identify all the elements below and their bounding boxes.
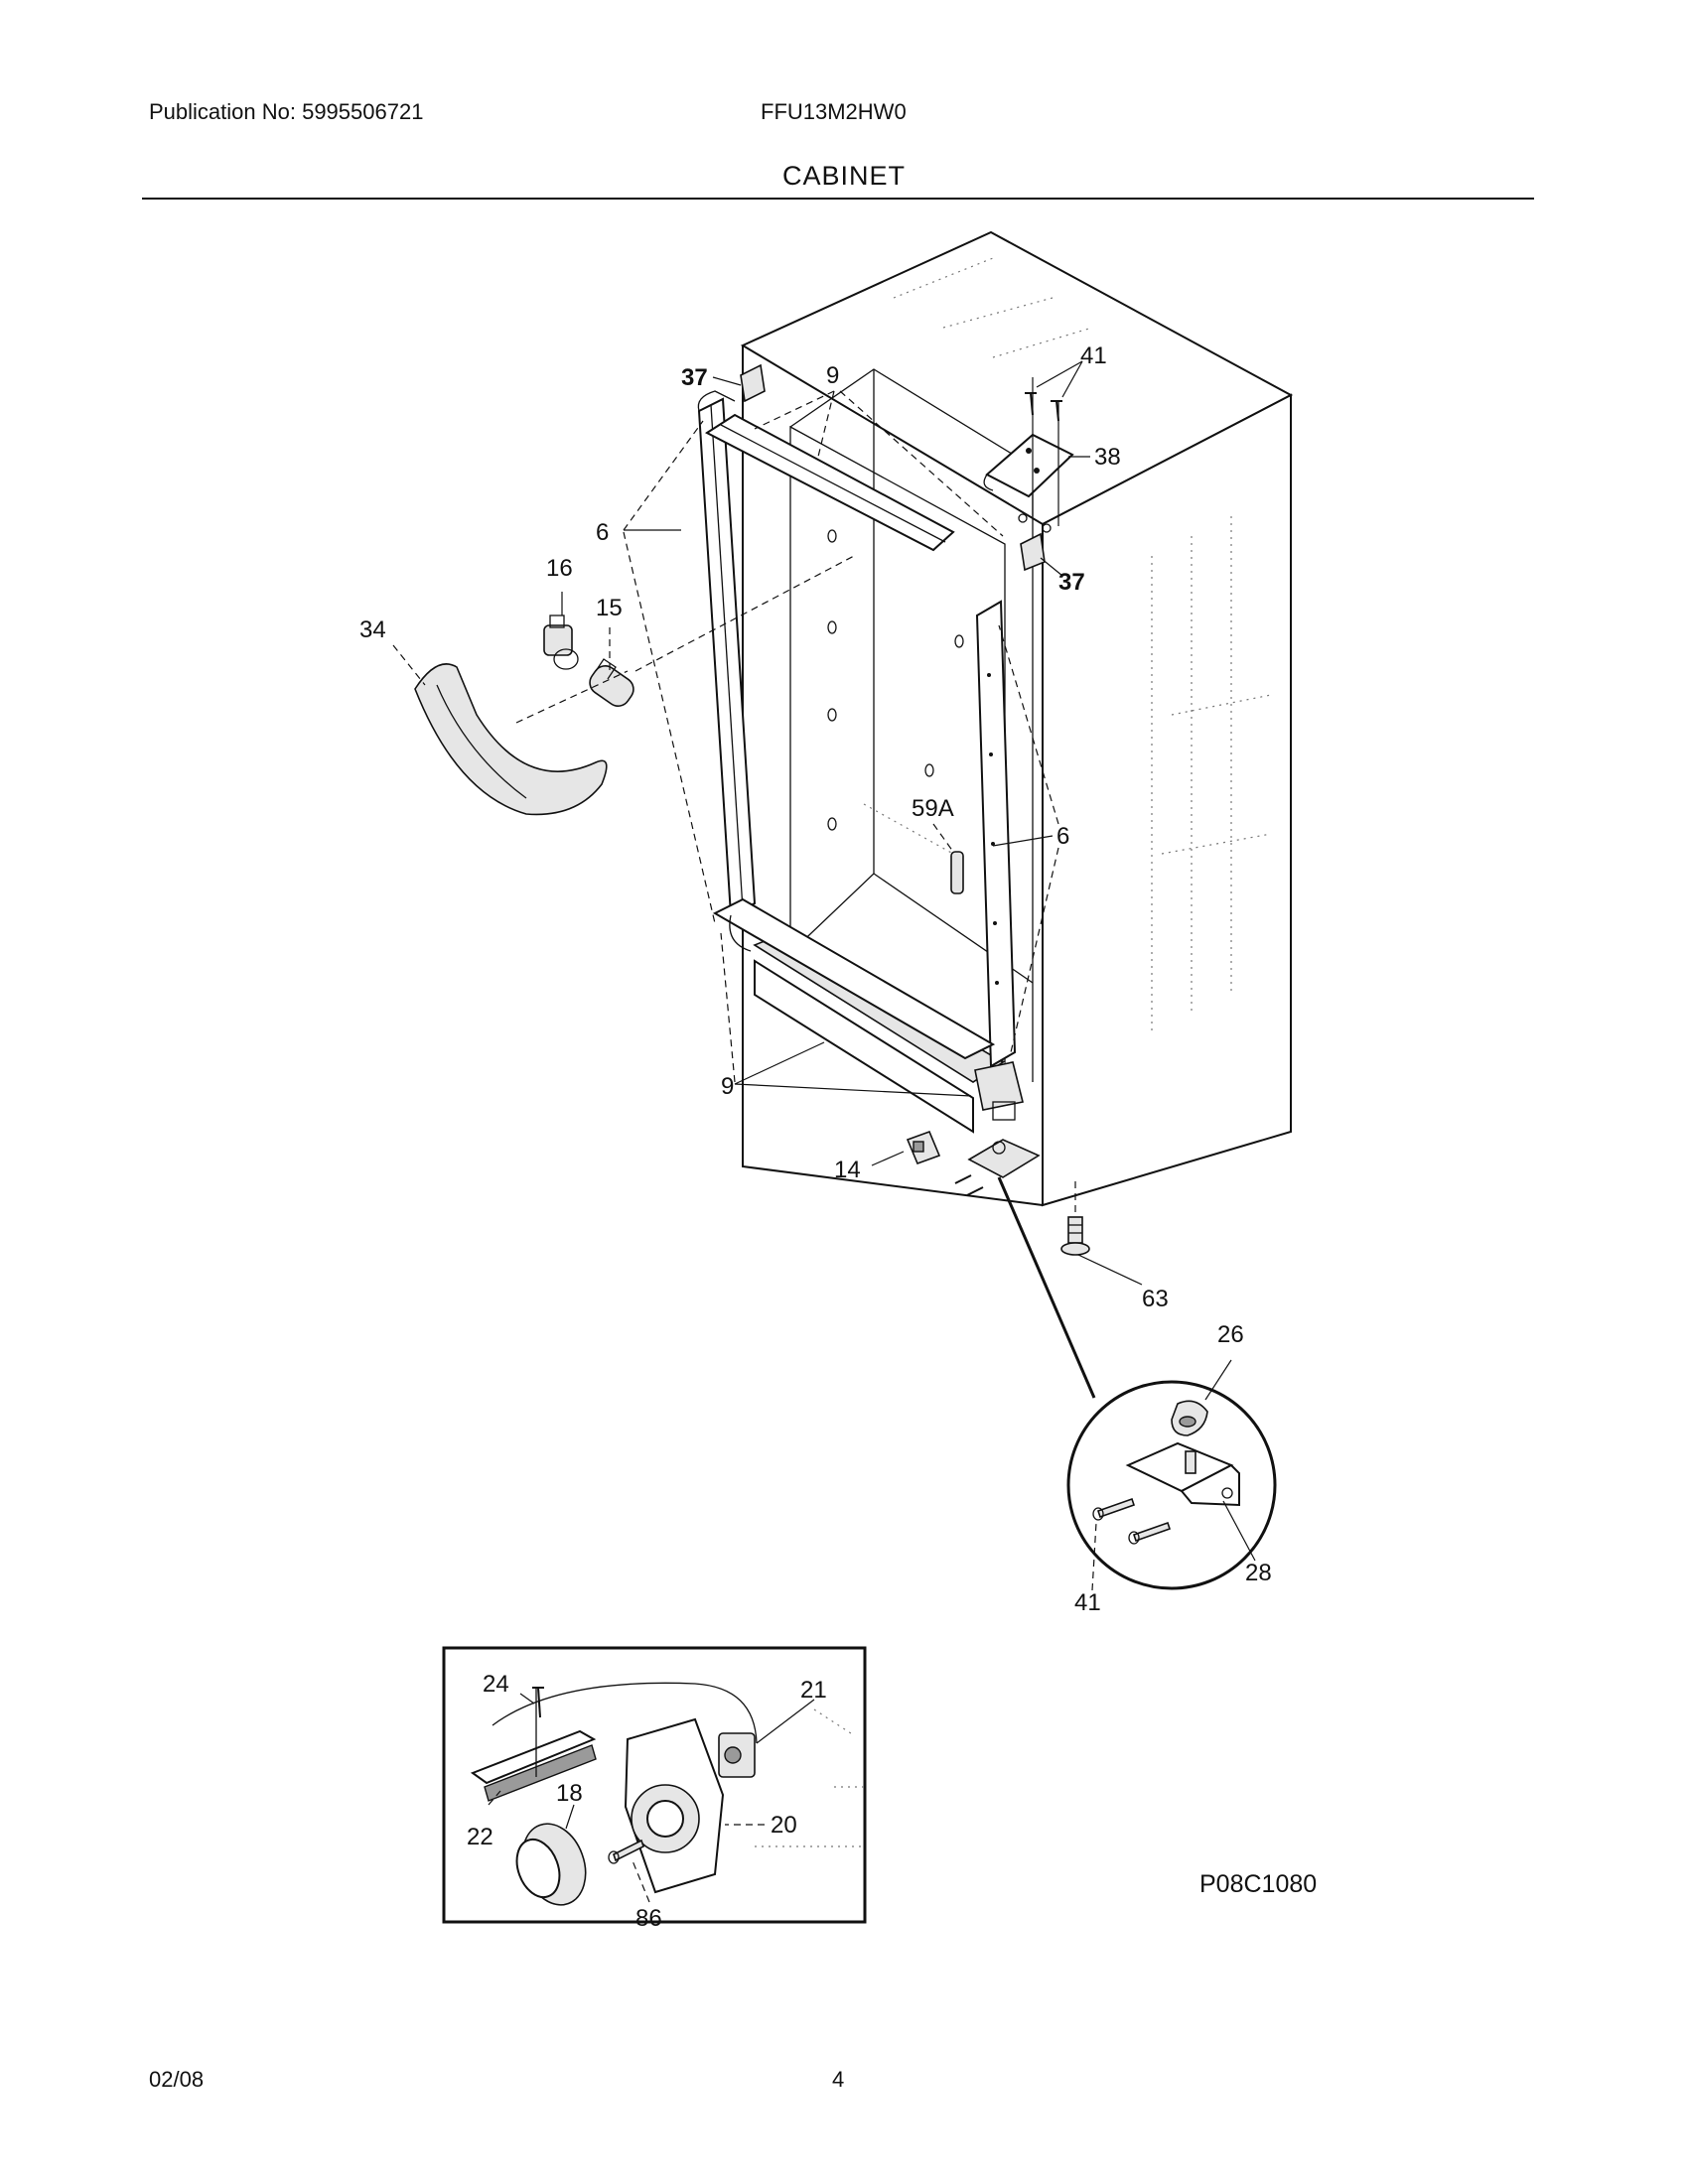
leader-lines — [392, 360, 1143, 1286]
callout-22: 22 — [467, 1824, 493, 1850]
top-hinge — [983, 377, 1074, 533]
callout-41: 41 — [1074, 1589, 1101, 1616]
callout-6: 6 — [596, 519, 609, 546]
footer-date: 02/08 — [149, 2067, 205, 2092]
callout-20: 20 — [771, 1812, 797, 1839]
callout-18: 18 — [556, 1780, 583, 1807]
leveling-leg — [1060, 1181, 1090, 1256]
screw-icon — [532, 1687, 544, 1718]
callout-16: 16 — [546, 555, 573, 582]
screw-icon — [1092, 1497, 1136, 1521]
door-handle — [414, 663, 608, 816]
callout-38: 38 — [1094, 444, 1121, 471]
callout-6: 6 — [1056, 823, 1069, 850]
callout-34: 34 — [359, 616, 386, 643]
screw-icon — [954, 1174, 972, 1184]
hinge-detail-circle — [997, 1176, 1277, 1591]
diagram-code: P08C1080 — [1199, 1870, 1318, 1898]
screw-icon — [608, 1839, 644, 1864]
callout-9: 9 — [826, 362, 839, 389]
callout-labels: 37 9 41 38 37 6 16 15 34 59A 6 9 14 63 2… — [359, 342, 1272, 1932]
callout-14: 14 — [834, 1157, 861, 1183]
model-number: FFU13M2HW0 — [761, 99, 907, 124]
callout-21: 21 — [800, 1677, 827, 1704]
callout-15: 15 — [596, 595, 623, 621]
section-title: CABINET — [781, 161, 907, 191]
header-rule — [142, 198, 1534, 200]
callout-86: 86 — [635, 1905, 662, 1932]
door-switch — [906, 1130, 941, 1165]
light-socket — [543, 614, 579, 670]
callout-41: 41 — [1080, 342, 1107, 369]
lower-hinge — [954, 1139, 1041, 1196]
callout-28: 28 — [1245, 1560, 1272, 1586]
callout-9: 9 — [721, 1073, 734, 1100]
callout-26: 26 — [1217, 1321, 1244, 1348]
door-gasket-trims — [697, 363, 1046, 1068]
thermostat-inset — [442, 1646, 867, 1924]
screw-icon — [1128, 1521, 1172, 1545]
callout-37: 37 — [681, 364, 708, 391]
callout-24: 24 — [483, 1671, 509, 1698]
screw-icon — [966, 1186, 984, 1196]
page-number: 4 — [832, 2067, 845, 2092]
callout-63: 63 — [1142, 1286, 1169, 1312]
callout-59a: 59A — [912, 795, 954, 822]
callout-37: 37 — [1058, 569, 1085, 596]
cabinet-body — [740, 230, 1294, 1207]
light-bulb — [589, 658, 634, 707]
publication-number: Publication No: 5995506721 — [149, 99, 424, 124]
